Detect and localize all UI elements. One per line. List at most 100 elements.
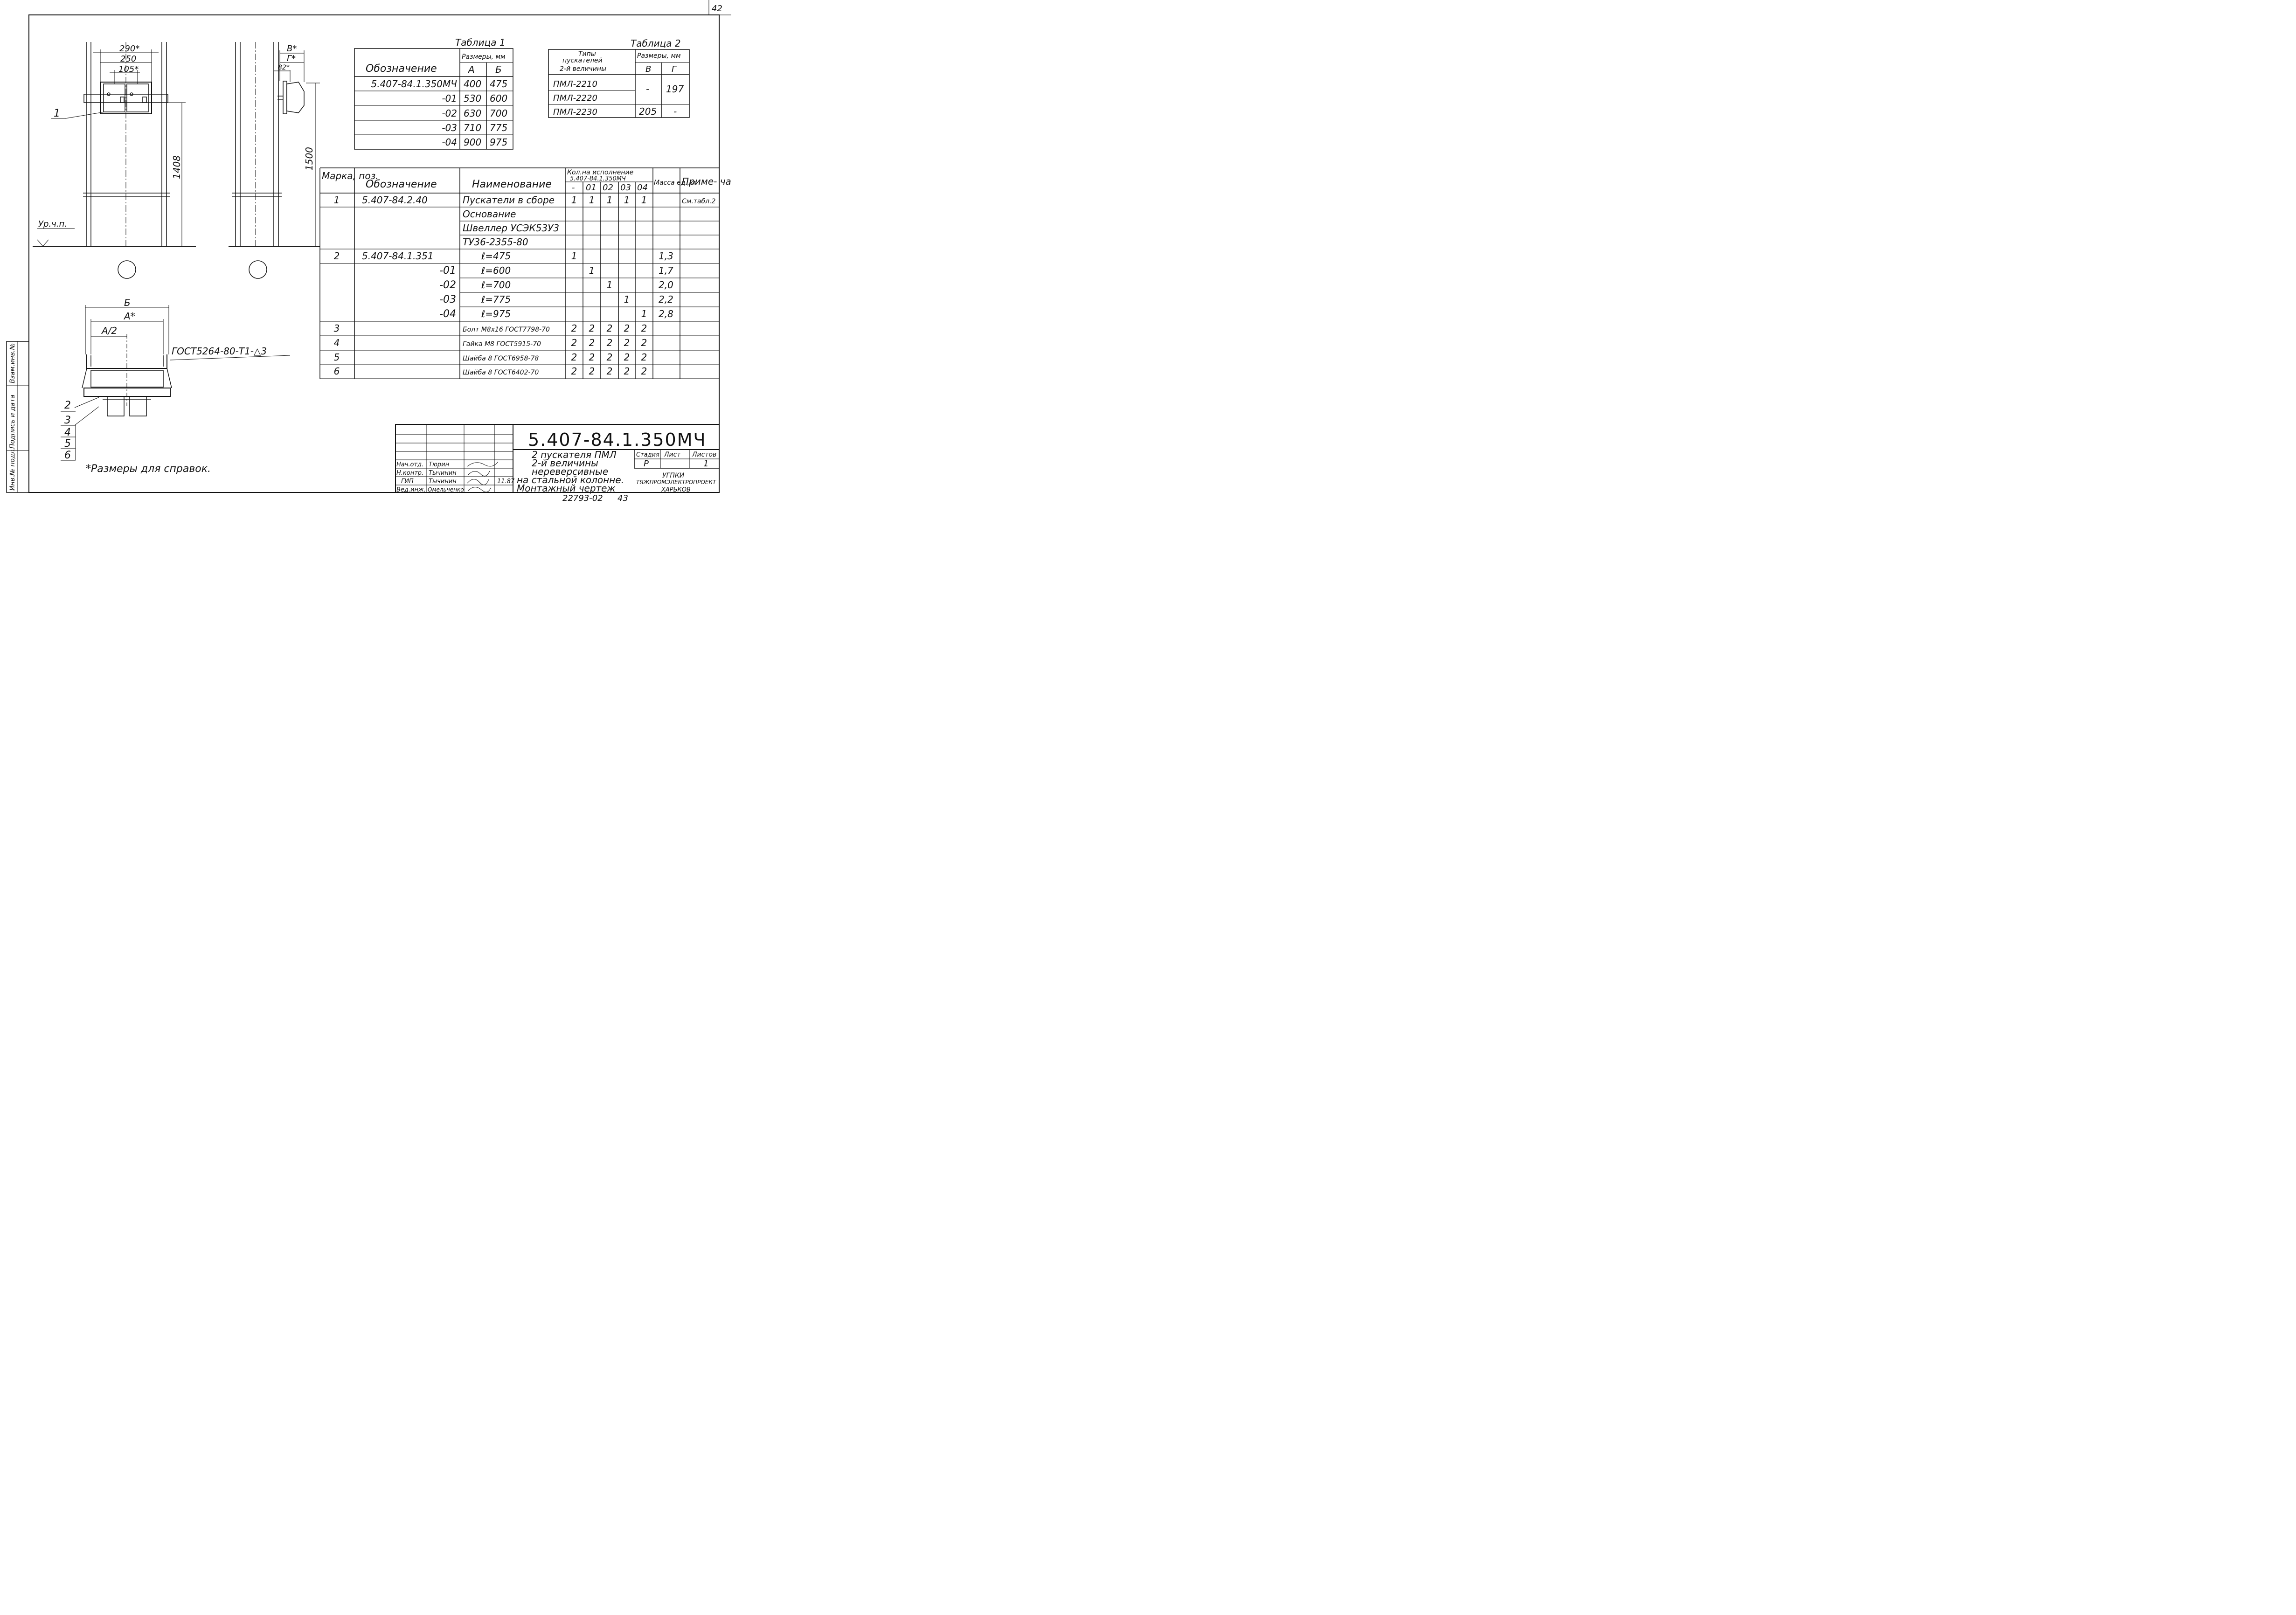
- spec-row-name: Основание: [463, 208, 516, 220]
- spec-row-designation: 5.407-84.1.351: [362, 250, 434, 262]
- spec-row-qty: 2: [607, 352, 613, 363]
- dim-G: Г*: [287, 54, 296, 63]
- table-1-head-sizes: Размеры, мм: [462, 53, 506, 61]
- spec-qty-col: 01: [586, 183, 597, 193]
- spec-row-name: ℓ=475: [481, 250, 511, 262]
- table-2-col-v: В: [645, 64, 651, 74]
- stage-label: Стадия: [636, 451, 659, 458]
- spec-head-note: Приме- чание: [682, 176, 731, 187]
- spec-row-mark: 6: [334, 366, 340, 377]
- spec-row-designation: -04: [439, 308, 456, 320]
- spec-row-qty: 2: [607, 366, 613, 377]
- page-number-top: 42: [712, 4, 722, 14]
- dim-82: 82*: [278, 64, 290, 71]
- table-1-row-designation: -01: [442, 93, 457, 104]
- front-view: [33, 42, 196, 279]
- spec-row-note: См.табл.2: [682, 198, 716, 205]
- spec-row-qty: 2: [571, 366, 577, 377]
- spec-row-qty: 2: [624, 352, 630, 363]
- sheet-frame: [28, 14, 720, 493]
- table-2-v-last: 205: [639, 106, 657, 117]
- dim-250: 250: [120, 54, 136, 64]
- dim-1500: 1500: [304, 147, 315, 171]
- footnote: *Размеры для справок.: [86, 463, 211, 475]
- spec-row-qty: 1: [624, 194, 630, 206]
- spec-row-qty: 2: [641, 366, 647, 377]
- spec-table-header: Марка, поз. Обозначение Наименование Кол…: [322, 169, 731, 193]
- sheet-label: Лист: [664, 451, 681, 458]
- spec-qty-col: 02: [603, 183, 613, 193]
- spec-row-name: Болт М8х16 ГОСТ7798-70: [463, 326, 550, 333]
- table-2-head-types-2: пускателей: [562, 57, 603, 64]
- dim-1408: 1408: [171, 155, 182, 179]
- spec-row-qty: 1: [607, 279, 613, 291]
- table-1-body: 5.407-84.1.350МЧ 400 475 -01 530 600 -02…: [371, 78, 507, 148]
- table-2: [548, 49, 690, 118]
- table-2-g-last: -: [673, 106, 677, 117]
- spec-row-qty: 1: [589, 194, 595, 206]
- spec-row-qty: 2: [641, 337, 647, 348]
- position-4-label: 4: [64, 427, 71, 438]
- spec-row-qty: 2: [589, 366, 595, 377]
- spec-row-qty: 1: [624, 294, 630, 305]
- spec-row-name: Швеллер УСЭК53У3: [463, 222, 559, 234]
- spec-row-name: ℓ=600: [481, 265, 511, 276]
- table-2-row-type: ПМЛ-2230: [553, 107, 597, 117]
- side-stamp-sign-date: Подпись и дата: [9, 395, 16, 449]
- spec-row-mass: 2,2: [659, 294, 673, 305]
- title-line-4: на стальной колонне.: [517, 474, 624, 485]
- spec-row-designation: -03: [439, 294, 456, 305]
- table-1-row-designation: -02: [442, 108, 457, 119]
- spec-row-mass: 1,7: [659, 265, 673, 276]
- dim-V: В*: [287, 44, 297, 54]
- dim-105: 105*: [118, 64, 139, 74]
- spec-head-qty: Кол.на исполнение: [567, 169, 633, 176]
- table-1-col-a: А: [467, 64, 475, 75]
- weld-note: ГОСТ5264-80-Т1-△3: [172, 346, 267, 357]
- side-stamp-inv-replace: Взам.инв.№: [9, 343, 16, 383]
- spec-row-name: ТУ36-2355-80: [463, 236, 528, 248]
- role-name: Тычинин: [429, 478, 457, 485]
- position-1-label: 1: [54, 108, 60, 119]
- spec-row-mass: 2,0: [659, 279, 673, 291]
- table-1-title: Таблица 1: [455, 37, 506, 48]
- spec-row-qty: 1: [571, 194, 577, 206]
- table-1: [354, 48, 513, 150]
- role-name: Тычинин: [429, 470, 457, 477]
- table-1-row-b: 975: [490, 137, 507, 148]
- spec-row-mark: 1: [334, 194, 340, 206]
- title-line-1: 2 пускателя ПМЛ: [532, 449, 617, 460]
- title-line-5: Монтажный чертеж: [517, 483, 616, 494]
- spec-row-mass: 2,8: [659, 308, 673, 319]
- spec-qty-col: 03: [620, 183, 631, 193]
- page-number-bottom: 43: [617, 493, 628, 503]
- position-2-label: 2: [64, 400, 71, 411]
- drawing-code: 5.407-84.1.350МЧ: [528, 430, 707, 450]
- side-view: [229, 42, 320, 279]
- table-1-col-b: Б: [495, 64, 502, 75]
- table-2-row-type: ПМЛ-2210: [553, 79, 597, 89]
- table-1-row-b: 475: [490, 78, 507, 90]
- spec-row-qty: 2: [624, 337, 630, 348]
- table-2-head-types-1: Типы: [578, 50, 596, 58]
- role-label: Нач.отд.: [396, 461, 423, 468]
- spec-row-qty: 2: [589, 337, 595, 348]
- spec-row-name: ℓ=975: [481, 308, 511, 319]
- spec-qty-col: 04: [637, 183, 648, 193]
- table-1-row-designation: 5.407-84.1.350МЧ: [371, 78, 457, 90]
- table-1-row-designation: -03: [442, 122, 457, 133]
- spec-row-mark: 2: [334, 250, 340, 262]
- table-1-row-b: 700: [490, 108, 507, 119]
- spec-row-qty: 1: [641, 194, 647, 206]
- org-line-3: ХАРЬКОВ: [661, 486, 691, 493]
- spec-row-qty: 2: [589, 352, 595, 363]
- stage-value: Р: [644, 459, 649, 469]
- dim-290: 290*: [119, 44, 139, 54]
- spec-row-name: ℓ=775: [481, 294, 511, 305]
- role-label: Вед.инж.: [396, 486, 426, 493]
- spec-row-mass: 1,3: [659, 250, 673, 262]
- spec-row-qty: 2: [607, 323, 613, 334]
- spec-row-qty: 2: [641, 323, 647, 334]
- role-name: Тюрин: [429, 461, 450, 468]
- table-2-v-merged: -: [646, 83, 649, 95]
